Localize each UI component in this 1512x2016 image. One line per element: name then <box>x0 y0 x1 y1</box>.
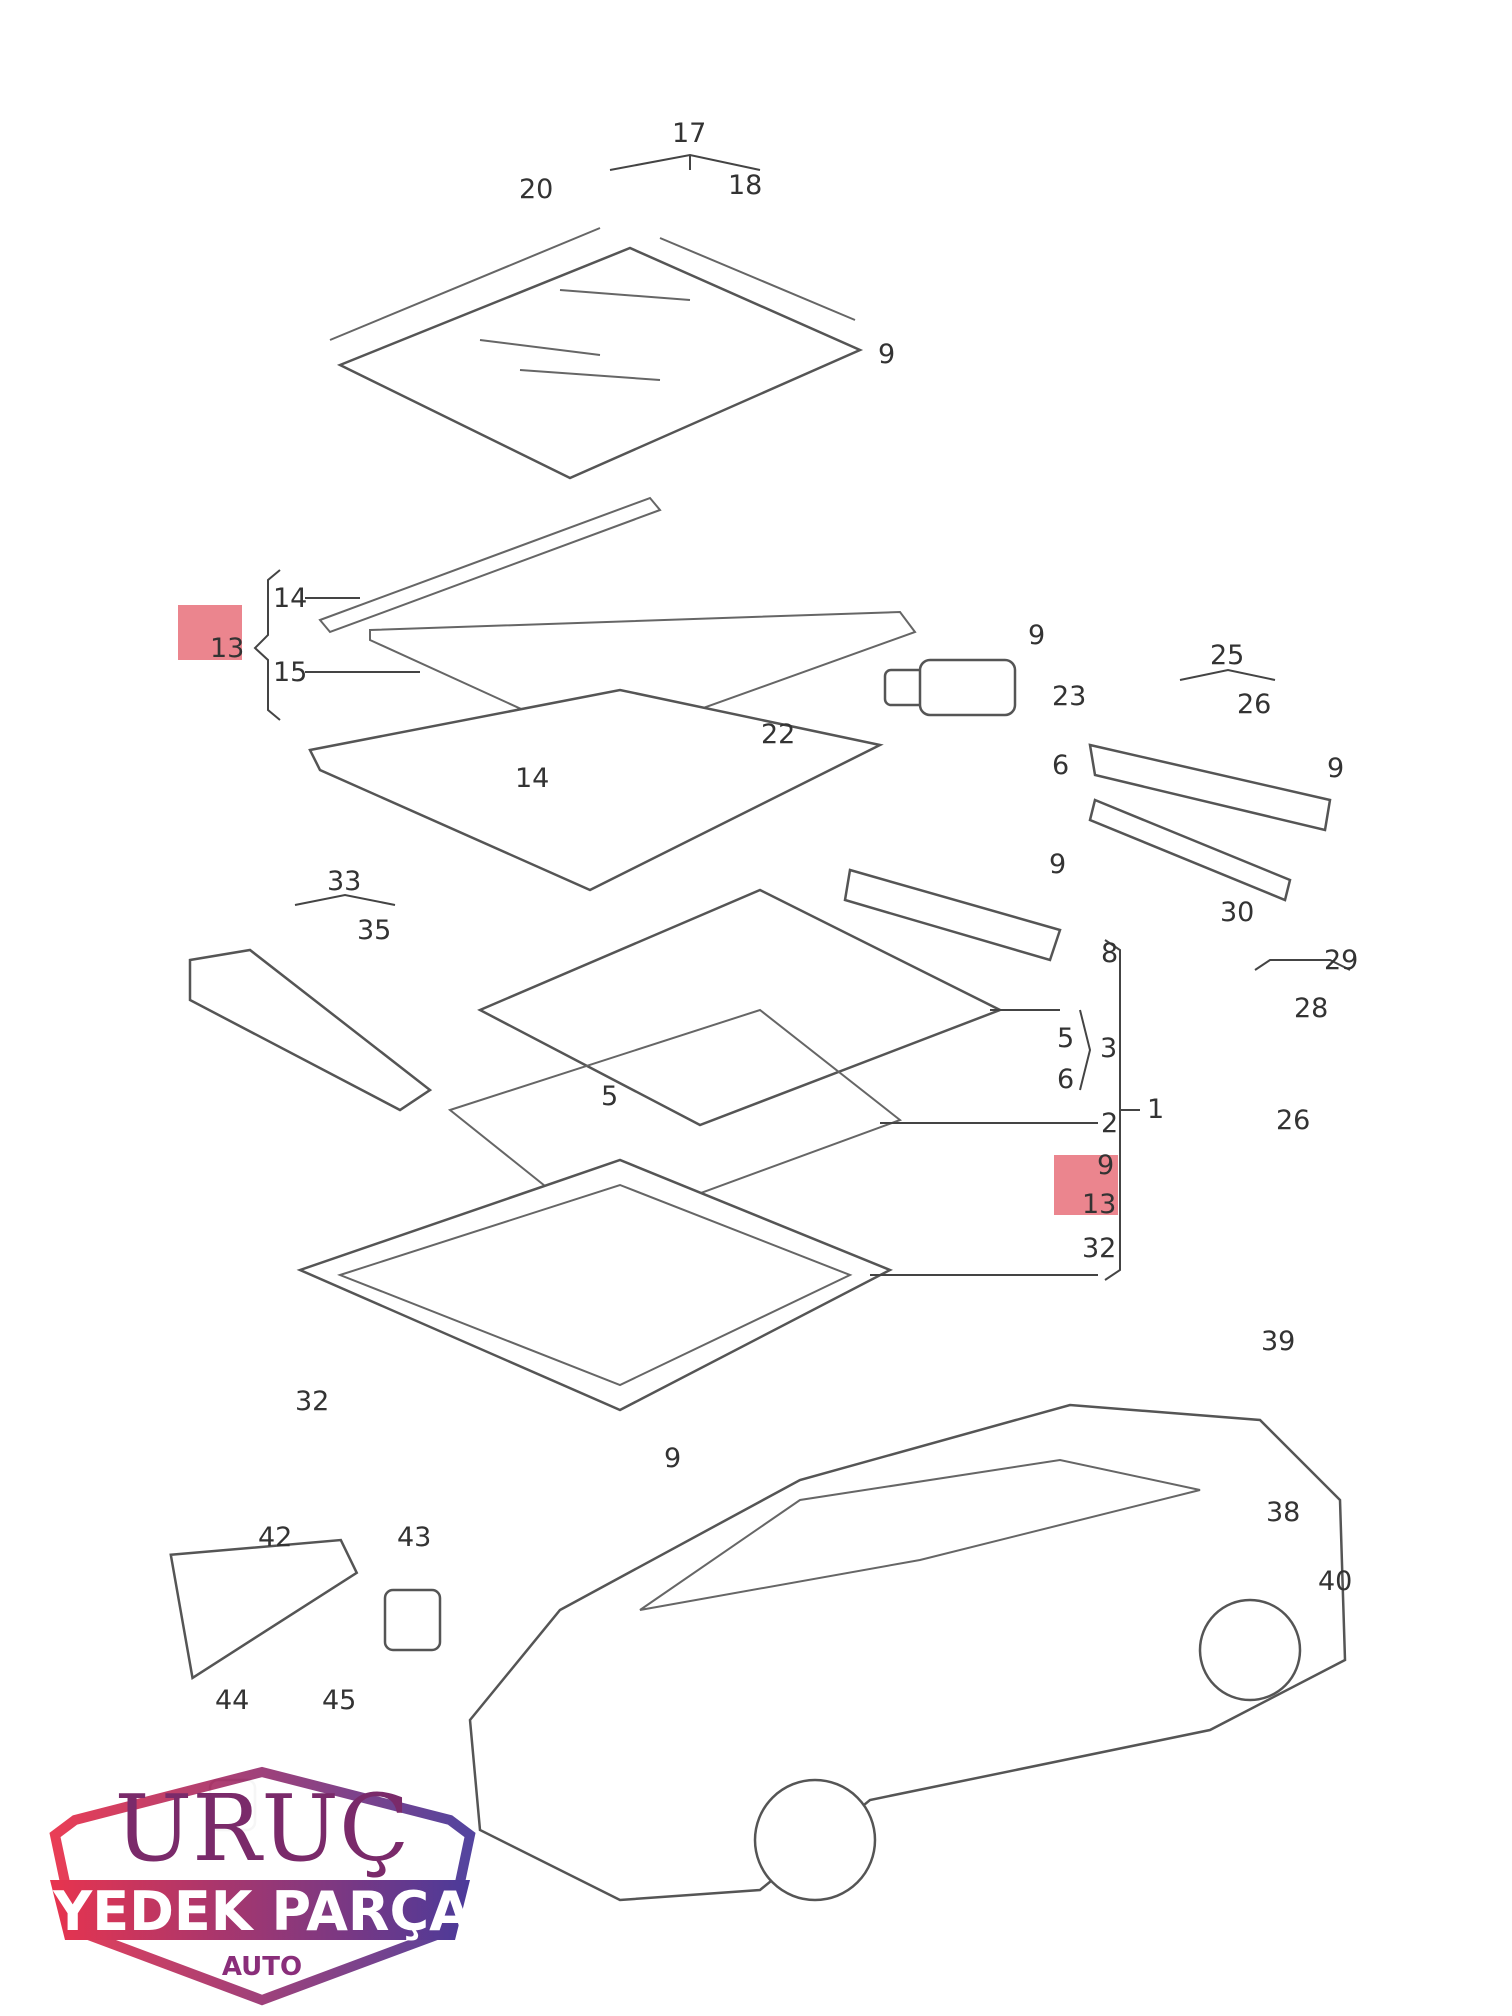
logo-subtitle: YEDEK PARÇA <box>52 1880 471 1943</box>
callout-14[interactable]: 14 <box>515 763 549 794</box>
callout-5[interactable]: 5 <box>601 1081 618 1112</box>
car-outline <box>468 1403 1347 1902</box>
callout-9[interactable]: 9 <box>664 1443 681 1474</box>
callout-8[interactable]: 8 <box>1101 938 1118 969</box>
leader-lines <box>253 153 1351 1281</box>
highlight-13-left <box>178 605 242 660</box>
callout-labels: 17 18 20 9 14 13 15 9 23 22 25 26 14 6 9… <box>210 118 1358 1716</box>
callout-9[interactable]: 9 <box>1028 620 1045 651</box>
seal-frames <box>308 496 917 892</box>
callout-13[interactable]: 13 <box>210 633 244 664</box>
callout-23[interactable]: 23 <box>1052 681 1086 712</box>
highlight-9-13-right <box>1054 1155 1118 1215</box>
callout-44[interactable]: 44 <box>215 1685 249 1716</box>
callout-14[interactable]: 14 <box>273 583 307 614</box>
callout-45[interactable]: 45 <box>322 1685 356 1716</box>
callout-22[interactable]: 22 <box>761 719 795 750</box>
callout-9[interactable]: 9 <box>1049 849 1066 880</box>
glass-panel <box>329 227 864 480</box>
callout-28[interactable]: 28 <box>1294 993 1328 1024</box>
callout-6[interactable]: 6 <box>1052 750 1069 781</box>
callout-3[interactable]: 3 <box>1100 1033 1117 1064</box>
callout-17[interactable]: 17 <box>672 118 706 149</box>
sunroof-frame <box>188 888 1004 1412</box>
callout-38[interactable]: 38 <box>1266 1497 1300 1528</box>
callout-29[interactable]: 29 <box>1324 945 1358 976</box>
callout-26[interactable]: 26 <box>1237 689 1271 720</box>
callout-30[interactable]: 30 <box>1220 897 1254 928</box>
callout-40[interactable]: 40 <box>1318 1566 1352 1597</box>
callout-20[interactable]: 20 <box>519 174 553 205</box>
callout-9[interactable]: 9 <box>1327 753 1344 784</box>
callout-25[interactable]: 25 <box>1210 640 1244 671</box>
callout-5[interactable]: 5 <box>1057 1023 1074 1054</box>
callout-26[interactable]: 26 <box>1276 1105 1310 1136</box>
callout-13-highlighted[interactable]: 13 <box>1082 1189 1116 1220</box>
callout-43[interactable]: 43 <box>397 1522 431 1553</box>
callout-9[interactable]: 9 <box>878 339 895 370</box>
callout-42[interactable]: 42 <box>258 1522 292 1553</box>
callout-2[interactable]: 2 <box>1101 1108 1118 1139</box>
callout-32[interactable]: 32 <box>1082 1233 1116 1264</box>
callout-18[interactable]: 18 <box>728 170 762 201</box>
logo-tagline: AUTO <box>222 1952 302 1982</box>
logo-name: URUÇ <box>115 1775 410 1882</box>
callout-9-highlighted[interactable]: 9 <box>1097 1150 1114 1181</box>
callout-35[interactable]: 35 <box>357 915 391 946</box>
callout-33[interactable]: 33 <box>327 866 361 897</box>
callout-6[interactable]: 6 <box>1057 1064 1074 1095</box>
callout-32[interactable]: 32 <box>295 1386 329 1417</box>
callout-1[interactable]: 1 <box>1147 1094 1164 1125</box>
brand-logo: URUÇ YEDEK PARÇA AUTO <box>49 1766 476 2006</box>
callout-39[interactable]: 39 <box>1261 1326 1295 1357</box>
callout-15[interactable]: 15 <box>273 657 307 688</box>
